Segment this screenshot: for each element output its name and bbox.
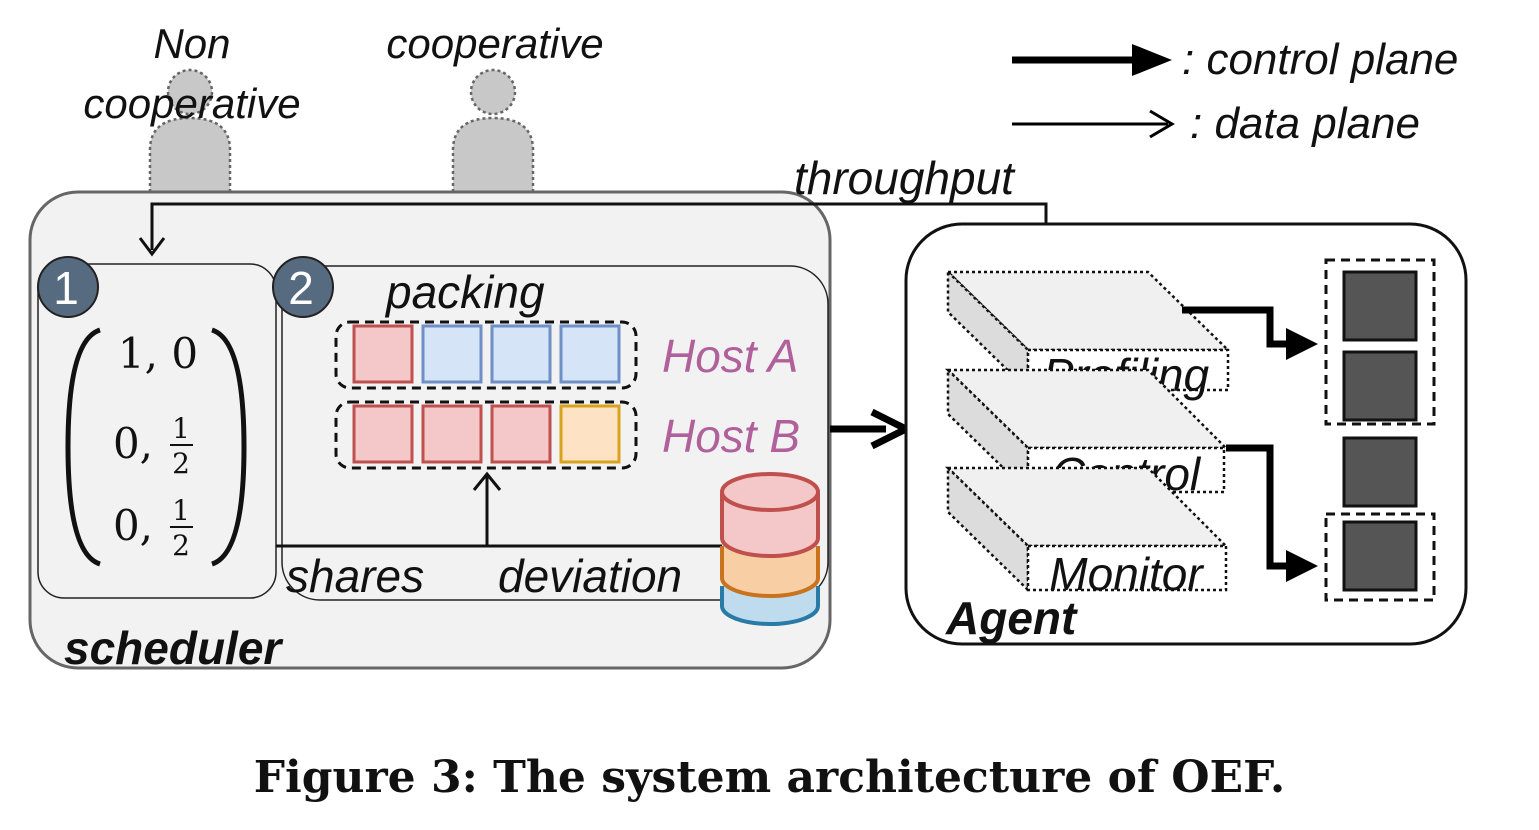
host-a-gpu-cell xyxy=(352,324,414,384)
matrix-left-paren xyxy=(65,327,101,567)
agent-layers: Profiling Control Monitor xyxy=(944,269,1232,600)
non-cooperative-label-line1: Non xyxy=(153,20,230,67)
gpu-group-1 xyxy=(1324,258,1436,426)
host-a-gpu-cell xyxy=(421,324,483,384)
matrix-row2-value: 0, xyxy=(113,419,153,468)
figure-caption: Figure 3: The system architecture of OEF… xyxy=(253,752,1286,803)
matrix-row2-frac-den: 2 xyxy=(172,447,190,480)
host-a-gpus xyxy=(352,324,621,384)
step1-badge: 1 xyxy=(37,256,99,318)
gpu-icon-4 xyxy=(1342,520,1418,592)
matrix-row3-value: 0, xyxy=(113,501,153,550)
cooperative-user-icon xyxy=(451,68,535,192)
matrix-right-paren xyxy=(211,327,247,567)
host-b-group xyxy=(334,400,638,470)
host-b-gpu-cell xyxy=(352,404,414,464)
agent-title: Agent xyxy=(945,592,1078,644)
legend-data-plane: : data plane xyxy=(1190,99,1420,148)
share-matrix: 1, 0 0, 1 2 0, 1 2 xyxy=(65,327,247,567)
step1-badge-number: 1 xyxy=(53,262,79,314)
host-a-gpu-cell xyxy=(559,324,621,384)
legend: : control plane : data plane xyxy=(1012,35,1458,148)
host-b-gpu-cell xyxy=(490,404,552,464)
non-cooperative-user-icon xyxy=(148,68,232,192)
database-icon xyxy=(720,472,820,626)
gpu-icon-2 xyxy=(1342,350,1418,422)
gpu-group-2 xyxy=(1324,512,1436,602)
matrix-row3-frac-den: 2 xyxy=(172,529,190,562)
host-b-label: Host B xyxy=(662,410,800,462)
legend-control-plane: : control plane xyxy=(1182,35,1458,84)
deviation-label: deviation xyxy=(498,550,682,602)
monitor-layer: Monitor xyxy=(944,465,1230,600)
matrix-row3-frac-num: 1 xyxy=(172,494,190,527)
gpu-icon-3 xyxy=(1342,436,1418,508)
packing-label: packing xyxy=(384,266,545,318)
host-a-gpu-cell xyxy=(490,324,552,384)
gpu-icon-1 xyxy=(1342,270,1418,342)
cooperative-label: cooperative xyxy=(386,20,603,67)
non-cooperative-label-line2: cooperative xyxy=(83,80,300,127)
control-plane-arrow-icon xyxy=(1132,44,1172,76)
step2-box xyxy=(281,265,829,601)
matrix-row1: 1, 0 xyxy=(118,329,198,378)
host-a-label: Host A xyxy=(662,330,798,382)
step2-badge: 2 xyxy=(272,256,334,318)
data-plane-arrow-icon xyxy=(1149,109,1175,139)
host-b-gpu-cell xyxy=(559,404,621,464)
control-to-gpu-arrows xyxy=(1182,306,1318,582)
step2-badge-number: 2 xyxy=(288,262,314,314)
monitor-label: Monitor xyxy=(1049,548,1204,600)
host-a-group xyxy=(334,320,638,390)
scheduler-title: scheduler xyxy=(64,622,283,674)
shares-label: shares xyxy=(286,550,424,602)
matrix-row2-frac-num: 1 xyxy=(172,412,190,445)
host-b-gpus xyxy=(352,404,621,464)
host-b-gpu-cell xyxy=(421,404,483,464)
step1-box xyxy=(37,263,277,599)
throughput-label: throughput xyxy=(794,152,1016,204)
